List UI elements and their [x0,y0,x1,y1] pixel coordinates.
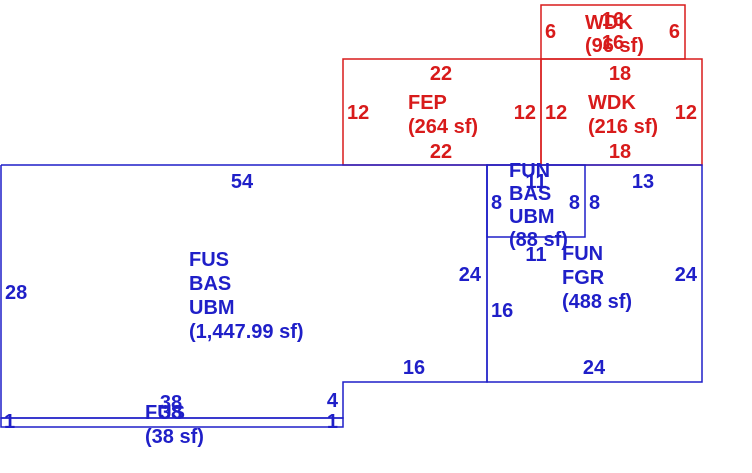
dim-wdk-bottom: 18 [609,141,631,163]
dim-wdk2-bottom: 16 [602,32,624,54]
dimension-labels: 54 28 24 16 4 24 13 24 16 11 11 8 8 8 22… [4,9,698,433]
dim-small-right: 8 [569,192,580,214]
dim-wdk2-left: 6 [545,21,556,43]
wdk-top-outline [540,4,686,60]
fun-small-label-2: BAS [509,183,551,205]
fus-main-outline [0,164,488,419]
porch-deck-outlines [342,4,703,166]
fus-strip-label-1: FUS [145,402,185,424]
building-outlines [0,164,703,428]
dim-wdk-top: 18 [609,63,631,85]
dim-fun-bottom: 24 [583,357,606,379]
dim-wdk-left: 12 [545,102,567,124]
fun-fgr-label-1: FUN [562,243,603,265]
fus-main-label-2: BAS [189,273,231,295]
dim-small-left: 8 [491,192,502,214]
dim-fun-left: 16 [491,300,513,322]
dim-fus-step-side: 4 [327,390,339,412]
fus-main-label-4: (1,447.99 sf) [189,321,304,343]
dim-small-top: 11 [525,171,546,193]
fun-small-label-1: FUN [509,160,550,182]
fun-small-label-3: UBM [509,206,555,228]
fus-strip-label-2: (38 sf) [145,426,204,448]
fus-main-label-1: FUS [189,249,229,271]
wdk-top-label-2: (96 sf) [585,35,644,57]
dim-fep-left: 12 [347,102,369,124]
dim-strip-bottom: 38 [160,402,182,424]
dim-wdk-right: 12 [675,102,697,124]
dim-small-right-outer: 8 [589,192,600,214]
wdk-main-label-2: (216 sf) [588,116,658,138]
dim-strip-right: 1 [327,411,338,433]
dim-wdk2-right: 6 [669,21,680,43]
dim-strip-left: 1 [4,411,15,433]
area-labels: FUS BAS UBM (1,447.99 sf) FUN BAS UBM (8… [145,12,658,448]
dim-small-bottom: 11 [525,244,546,266]
dim-fun-right: 24 [675,264,698,286]
dim-fus-right: 24 [459,264,482,286]
dim-strip-top: 38 [160,392,182,414]
fus-main-label-3: UBM [189,297,235,319]
dim-fun-top: 13 [632,171,654,193]
fep-label-2: (264 sf) [408,116,478,138]
fun-small-label-4: (88 sf) [509,229,568,251]
dim-fep-top: 22 [430,63,452,85]
dim-fus-left: 28 [5,282,27,304]
wdk-main-label-1: WDK [588,92,636,114]
fun-fgr-label-3: (488 sf) [562,291,632,313]
dim-fep-bottom: 22 [430,141,452,163]
fus-strip-outline [0,417,344,428]
fun-fgr-outline [486,164,703,383]
fep-label-1: FEP [408,92,447,114]
fun-fgr-label-2: FGR [562,267,605,289]
fun-small-outline [486,164,586,238]
wdk-top-label-1: WDK [585,12,633,34]
dim-fep-right: 12 [514,102,536,124]
dim-fus-step-bottom: 16 [403,357,425,379]
dim-wdk2-top: 16 [602,9,624,31]
dim-fus-top: 54 [231,171,254,193]
